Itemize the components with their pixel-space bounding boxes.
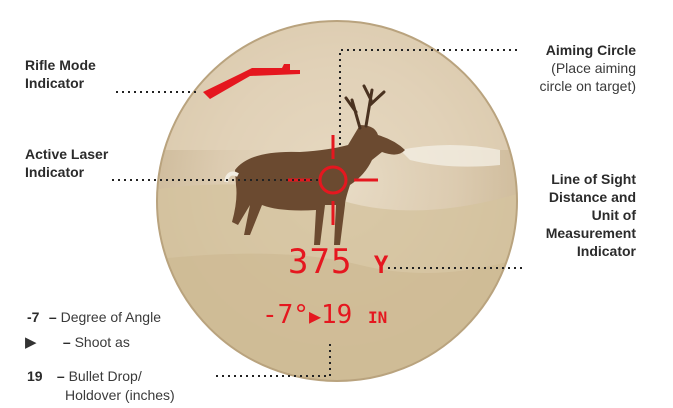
los-line1: Line of Sight <box>476 170 636 188</box>
legend-drop-text2: Holdover (inches) <box>65 387 175 403</box>
aiming-circle-desc1: (Place aiming <box>476 59 636 77</box>
line-of-sight-label: Line of Sight Distance and Unit of Measu… <box>476 170 636 260</box>
los-line4: Measurement <box>476 224 636 242</box>
rifle-mode-line2: Indicator <box>25 74 96 92</box>
los-line3: Unit of <box>476 206 636 224</box>
active-laser-line2: Indicator <box>25 163 108 181</box>
legend-angle-dash: – <box>49 309 57 325</box>
angle-readout: -7° <box>262 300 309 330</box>
legend-shoot-triangle-icon: ▶ <box>25 334 59 352</box>
legend-drop-dash: – <box>57 368 65 384</box>
aiming-circle-desc2: circle on target) <box>476 77 636 95</box>
legend-angle-value: -7 <box>27 308 45 326</box>
rifle-mode-label: Rifle Mode Indicator <box>25 56 96 92</box>
distance-value: 375 <box>288 242 352 282</box>
distance-readout: 375 Y <box>288 244 389 283</box>
angle-drop-readout: -7°▶19 IN <box>262 300 387 333</box>
legend-drop-text1: Bullet Drop/ <box>69 368 142 384</box>
drop-readout: 19 <box>321 300 352 330</box>
legend-angle-text: Degree of Angle <box>61 309 161 325</box>
rifle-mode-line1: Rifle Mode <box>25 56 96 74</box>
active-laser-line1: Active Laser <box>25 145 108 163</box>
legend-drop-line2: Holdover (inches) <box>65 386 175 404</box>
los-line5: Indicator <box>476 242 636 260</box>
aiming-circle-label: Aiming Circle (Place aiming circle on ta… <box>476 41 636 95</box>
legend-drop: 19 – Bullet Drop/ <box>27 367 142 385</box>
legend-shoot-text: Shoot as <box>75 334 130 350</box>
legend-angle: -7 – Degree of Angle <box>27 308 161 326</box>
active-laser-label: Active Laser Indicator <box>25 145 108 181</box>
los-line2: Distance and <box>476 188 636 206</box>
drop-unit: IN <box>368 308 387 327</box>
aiming-circle-title: Aiming Circle <box>476 41 636 59</box>
legend-shoot: ▶ – Shoot as <box>25 333 130 352</box>
legend-drop-value: 19 <box>27 367 53 385</box>
legend-shoot-dash: – <box>63 334 71 350</box>
shoot-as-triangle-icon: ▶ <box>309 304 321 328</box>
distance-unit: Y <box>374 251 389 279</box>
